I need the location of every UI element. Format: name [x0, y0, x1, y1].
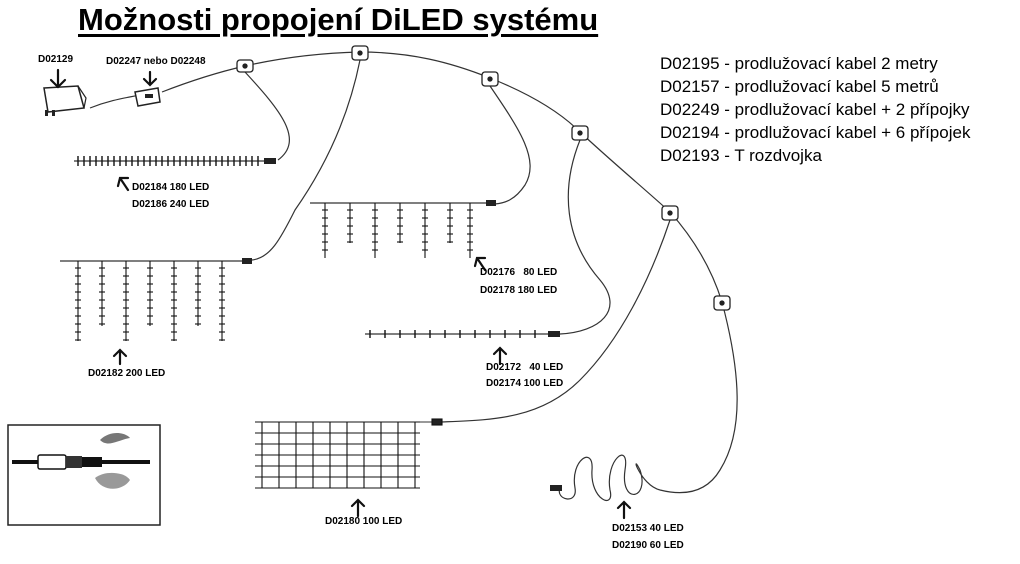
t-splitter-icon	[661, 205, 679, 221]
arrow-up-icon	[616, 500, 632, 520]
arrow-up-icon	[473, 256, 487, 272]
branch-cable	[489, 85, 531, 205]
coil-label-1: D02153 40 LED	[612, 523, 684, 534]
legend-item: D02193 - T rozdvojka	[660, 146, 822, 165]
power-adapter-icon	[43, 85, 87, 116]
arrow-down-icon	[49, 68, 67, 89]
product-legend: D02195 - prodlužovací kabel 2 metry D021…	[660, 52, 970, 167]
main-cable	[161, 51, 738, 494]
arrow-up-icon	[112, 348, 128, 366]
icicle-light-small	[310, 200, 496, 258]
t-splitter-icon	[351, 45, 369, 61]
arrow-up-icon	[116, 176, 130, 192]
string-light-a	[74, 156, 276, 166]
icicle-small-label-2: D02178 180 LED	[480, 285, 558, 296]
legend-item: D02249 - prodlužovací kabel + 2 přípojky	[660, 100, 970, 119]
legend-item: D02195 - prodlužovací kabel 2 metry	[660, 54, 938, 73]
connector-inset	[7, 424, 161, 526]
coil-connector	[550, 485, 562, 491]
legend-item: D02157 - prodlužovací kabel 5 metrů	[660, 77, 939, 96]
controller-icon	[134, 87, 161, 107]
arrow-down-icon	[142, 70, 158, 87]
branch-cable	[251, 59, 361, 261]
net-label: D02180 100 LED	[325, 516, 403, 527]
controller-label: D02247 nebo D02248	[106, 56, 206, 67]
string-b-label-2: D02174 100 LED	[486, 378, 564, 389]
t-splitter-icon	[713, 295, 731, 311]
diagram-title: Možnosti propojení DiLED systému	[78, 2, 599, 37]
branch-cable	[244, 71, 290, 161]
coil-label-2: D02190 60 LED	[612, 540, 684, 551]
t-splitter-icon	[236, 59, 254, 73]
icicle-light-big	[60, 258, 252, 341]
t-splitter-icon	[481, 71, 499, 87]
t-splitter-icon	[571, 125, 589, 141]
icicle-big-label: D02182 200 LED	[88, 368, 166, 379]
icicle-small-label-1: D02176 80 LED	[480, 267, 558, 278]
string-b-label-1: D02172 40 LED	[486, 362, 564, 373]
string-a-label-2: D02186 240 LED	[132, 199, 210, 210]
arrow-up-icon	[350, 498, 366, 518]
legend-item: D02194 - prodlužovací kabel + 6 přípojek	[660, 123, 971, 142]
adapter-label: D02129	[38, 54, 74, 65]
coil-cable	[558, 454, 661, 501]
arrow-up-icon	[492, 346, 508, 366]
string-a-label-1: D02184 180 LED	[132, 182, 210, 193]
string-light-b	[365, 330, 560, 338]
branch-cable	[559, 139, 611, 335]
branch-cable	[439, 219, 671, 423]
net-light	[255, 418, 443, 489]
